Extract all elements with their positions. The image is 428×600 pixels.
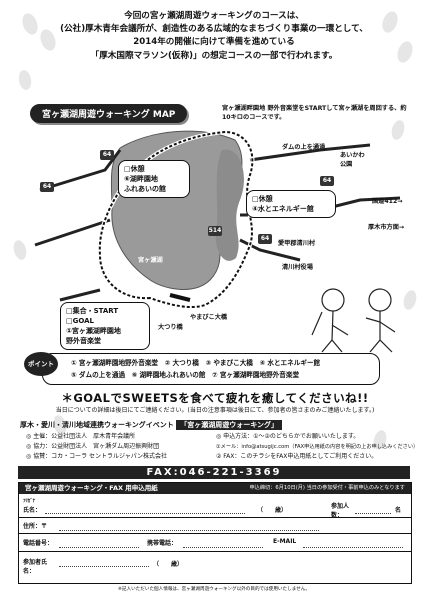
intro-line: 今回の宮ヶ瀬湖周遊ウォーキングのコースは、 — [124, 11, 304, 21]
road — [249, 143, 371, 162]
box-line: 野外音楽堂 — [66, 337, 101, 345]
phone-label: 電話番号： — [23, 540, 54, 547]
box-line: ⑥湖畔園地 — [124, 175, 158, 183]
form-deadline: 申込締切：6月10日(月) 当日の参加受付・事前申込のみとなります — [249, 485, 405, 491]
lake-arm — [215, 149, 244, 261]
kana-label: ﾌﾘｶﾞﾅ — [23, 499, 35, 504]
road — [59, 288, 101, 302]
address-field[interactable] — [59, 519, 319, 531]
water-energy-box: □休憩 ④水とエネルギー館 — [246, 190, 336, 218]
form-divider — [19, 517, 411, 518]
form-divider — [19, 533, 411, 534]
route-note: 宮ヶ瀬湖畔園地 野外音楽堂をSTARTして宮ヶ瀬湖を周回する、約10キロのコース… — [222, 105, 407, 121]
box-line: □休憩 — [124, 165, 145, 173]
road — [239, 238, 301, 262]
support-line: ◎ 協力：公益財団法人 宮ヶ瀬ダム周辺振興財団 — [26, 443, 160, 450]
label-yamabiko: やまびこ大橋 — [190, 314, 228, 321]
intro-line: 2014年の開催に向けて準備を進めている — [133, 37, 295, 48]
label-route412: 国道412→ — [372, 198, 403, 205]
persons-label: 名 — [395, 507, 402, 514]
companion-age-label: （ 歳） — [153, 561, 184, 568]
road — [39, 149, 122, 192]
apply-mail: ①メール：info@atsugijc.com（FAX申込用紙の内容を明記の上お申… — [216, 444, 419, 450]
privacy-footer: ※記入いただいた個人情報は、宮ヶ瀬湖周遊ウォーキング以外の目的では使用いたしませ… — [118, 587, 310, 592]
goal-headline: ＊GOALでSWEETSを食べて疲れを癒してくださいね!! — [61, 391, 369, 405]
apply-heading: ◎ 申込方法：①～②のどちらかでお願いいたします。 — [216, 433, 360, 440]
box-line: □集合・START — [66, 307, 119, 315]
name-field[interactable] — [45, 501, 245, 514]
label-aikawa: あいかわ公園 — [340, 152, 365, 168]
participants-field[interactable] — [355, 501, 391, 514]
label-dam: ダムの上を通過 — [282, 144, 326, 151]
mobile-field[interactable] — [183, 536, 263, 548]
box-line: □休憩 — [252, 195, 273, 203]
map-title: 宮ヶ瀬湖周遊ウォーキング MAP — [30, 104, 188, 123]
road-badge: 64 — [258, 234, 272, 244]
form-header: 宮ヶ瀬湖周遊ウォーキング・FAX 用申込用紙 申込締切：6月10日(月) 当日の… — [19, 483, 411, 494]
label-lake: 宮ヶ瀬湖 — [138, 257, 163, 264]
companion-label: 参加者氏名： — [23, 559, 48, 575]
road-badge: 64 — [40, 182, 54, 192]
apply-fax: ② FAX：このチラシをFAX申込用紙としてご利用ください。 — [216, 453, 378, 460]
road-badge: 64 — [100, 150, 114, 160]
companion-field[interactable] — [59, 555, 149, 567]
event-label: 厚木・愛川・清川地域連携ウォーキングイベント — [20, 421, 174, 429]
address-label: 住所：〒 — [23, 523, 48, 530]
box-line: ④水とエネルギー館 — [252, 205, 314, 213]
label-village-office: 清川村役場 — [282, 264, 313, 271]
road-badge: 64 — [320, 176, 334, 186]
fax-number: FAX:046-221-3369 — [18, 466, 410, 479]
event-title: 「宮ヶ瀬湖周遊ウォーキング」 — [176, 420, 283, 430]
label-kiyokawa: 愛甲郡清川村 — [278, 240, 316, 247]
bridge-mark — [169, 293, 191, 302]
box-line: ふれあいの館 — [124, 185, 166, 193]
rest-box: □休憩 ⑥湖畔園地 ふれあいの館 — [118, 160, 190, 198]
points-line: ⑤ ダムの上を通過 ⑥ 湖畔園地ふれあいの館 ⑦ 宮ヶ瀬湖畔園地野外音楽堂 — [71, 371, 300, 379]
start-goal-box: □集合・START □GOAL ①宮ヶ瀬湖畔園地 野外音楽堂 — [60, 302, 150, 350]
phone-field[interactable] — [59, 536, 139, 548]
mobile-label: 携帯電話： — [147, 540, 178, 547]
name-label: 氏名： — [23, 507, 42, 514]
box-line: □GOAL — [66, 317, 94, 325]
email-label: E-MAIL — [273, 538, 297, 545]
road-badge: 514 — [208, 226, 222, 236]
form-divider — [19, 551, 411, 552]
intro-text: 今回の宮ヶ瀬湖周遊ウォーキングのコースは、 (公社)厚木青年会議所が、創造性のあ… — [18, 10, 410, 63]
intro-line: (公社)厚木青年会議所が、創造性のある広域的なまちづくり事業の一環として、 — [60, 24, 368, 35]
form-title: 宮ヶ瀬湖周遊ウォーキング・FAX 用申込用紙 — [25, 484, 158, 492]
points-tag: ポイント — [24, 352, 58, 376]
road — [34, 218, 111, 247]
event-heading: 厚木・愛川・清川地域連携ウォーキングイベント 「宮ヶ瀬湖周遊ウォーキング」 — [20, 420, 410, 430]
points-box: ① 宮ヶ瀬湖畔園地野外音楽堂 ② 大つり橋 ③ やまびこ大橋 ④ 水とエネルギー… — [42, 353, 380, 385]
organizer-line: ◎ 主催：公益社団法人 厚木青年会議所 — [26, 433, 136, 440]
email-field[interactable] — [303, 536, 403, 548]
label-tsuribashi: 大つり橋 — [158, 324, 183, 331]
walking-route — [98, 130, 254, 308]
points-line: ① 宮ヶ瀬湖畔園地野外音楽堂 ② 大つり橋 ③ やまびこ大橋 ④ 水とエネルギー… — [71, 359, 321, 367]
organizer-info: ◎ 主催：公益社団法人 厚木青年会議所 ◎ 協力：公益財団法人 宮ヶ瀬ダム周辺振… — [26, 432, 216, 462]
runners-illustration — [311, 288, 396, 353]
application-form: 宮ヶ瀬湖周遊ウォーキング・FAX 用申込用紙 申込締切：6月10日(月) 当日の… — [18, 482, 412, 584]
goal-subtext: 当日についての詳細は後日にてご連絡ください。(当日の注意事項は後日にて、参加者の… — [55, 407, 375, 414]
label-atsugi: 厚木市方面→ — [368, 224, 405, 231]
participants-label: 参加人数： — [331, 503, 350, 519]
intro-line: 「厚木国際マラソン(仮称)」の想定コースの一部で行われます。 — [90, 50, 338, 61]
age-label: （ 歳） — [257, 507, 288, 514]
application-info: ◎ 申込方法：①～②のどちらかでお願いいたします。 ①メール：info@atsu… — [216, 432, 419, 462]
box-line: ①宮ヶ瀬湖畔園地 — [66, 327, 121, 335]
sponsor-line: ◎ 協賛：コカ・コーラ セントラルジャパン株式会社 — [26, 453, 168, 460]
